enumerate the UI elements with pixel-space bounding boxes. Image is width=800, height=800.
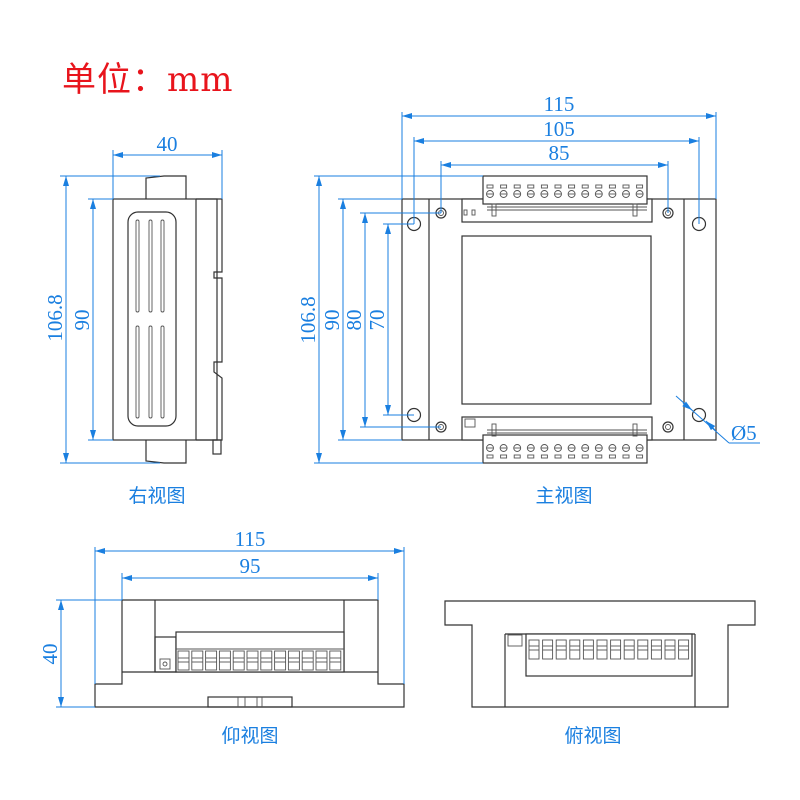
- bottom-view-caption: 仰视图: [221, 725, 278, 747]
- right-body-height-dim: 90: [70, 310, 94, 331]
- terminal-slot: [582, 639, 594, 660]
- terminal-slot: [596, 639, 608, 660]
- terminal-tab: [595, 184, 603, 189]
- vent-slot: [160, 219, 165, 313]
- terminal-slot: [678, 639, 690, 660]
- terminal-tab: [500, 184, 508, 189]
- terminal-tab: [636, 454, 644, 459]
- terminal-tab: [608, 454, 616, 459]
- bottom-depth-dim: 40: [38, 644, 62, 665]
- terminal-slot: [555, 639, 567, 660]
- vent-slot: [160, 325, 165, 419]
- terminal-tab: [595, 454, 603, 459]
- front-body-height-dim: 90: [320, 310, 344, 331]
- front-hole-span-inner-dim: 85: [549, 141, 570, 165]
- terminal-slot: [287, 650, 300, 671]
- terminal-slot: [177, 650, 190, 671]
- vent-panel: [127, 211, 177, 427]
- terminal-slot: [205, 650, 218, 671]
- top-view-caption: 俯视图: [564, 725, 621, 747]
- terminal-tab: [554, 184, 562, 189]
- terminal-slot: [610, 639, 622, 660]
- terminal-tab: [540, 454, 548, 459]
- vent-slots: [135, 219, 165, 419]
- bottom-view-terminals: [177, 650, 342, 671]
- top-terminals: [486, 184, 644, 198]
- terminal-tab: [527, 184, 535, 189]
- front-view: 115 105 85 106.8 90 80 70 Ø5: [296, 92, 760, 464]
- terminal-slot: [315, 650, 328, 671]
- terminal-tab: [622, 184, 630, 189]
- front-hole-height-outer-dim: 80: [342, 310, 366, 331]
- terminal-tab: [527, 454, 535, 459]
- right-overall-height-dim: 106.8: [43, 294, 67, 341]
- bottom-overall-width-dim: 115: [235, 527, 266, 551]
- bottom-view: 115 95 40: [38, 527, 405, 708]
- front-overall-width-dim: 115: [544, 92, 575, 116]
- terminal-slot: [637, 639, 649, 660]
- bottom-inner-width-dim: 95: [240, 554, 261, 578]
- front-hole-height-inner-dim: 70: [365, 310, 389, 331]
- unit-label: 单位：mm: [62, 60, 234, 100]
- terminal-tab: [581, 454, 589, 459]
- terminal-slot: [191, 650, 204, 671]
- terminal-slot: [260, 650, 273, 671]
- terminal-tab: [554, 454, 562, 459]
- vent-slot: [135, 219, 140, 313]
- terminal-slot: [329, 650, 342, 671]
- terminal-tab: [608, 184, 616, 189]
- front-overall-height-dim: 106.8: [296, 296, 320, 343]
- terminal-tab: [568, 184, 576, 189]
- bottom-terminal-block: [482, 434, 648, 464]
- terminal-slot: [542, 639, 554, 660]
- vent-slot: [148, 219, 153, 313]
- front-view-caption: 主视图: [535, 485, 592, 507]
- terminal-slot: [569, 639, 581, 660]
- terminal-slot: [274, 650, 287, 671]
- terminal-tab: [581, 184, 589, 189]
- terminal-tab: [500, 454, 508, 459]
- terminal-slot: [623, 639, 635, 660]
- top-terminal-block: [482, 175, 648, 205]
- right-width-dim: 40: [157, 132, 178, 156]
- terminal-slot: [650, 639, 662, 660]
- top-view: [444, 600, 756, 708]
- right-view-body: [112, 198, 218, 441]
- top-view-terminals: [528, 639, 690, 660]
- terminal-tab: [622, 454, 630, 459]
- terminal-slot: [301, 650, 314, 671]
- terminal-slot: [664, 639, 676, 660]
- terminal-tab: [636, 184, 644, 189]
- vent-slot: [135, 325, 140, 419]
- bottom-terminal-block: [175, 631, 345, 673]
- right-view: 40 106.8 90: [43, 132, 223, 464]
- terminal-tab: [568, 454, 576, 459]
- right-view-caption: 右视图: [128, 485, 185, 507]
- terminal-slot: [218, 650, 231, 671]
- front-hole-span-outer-dim: 105: [543, 117, 575, 141]
- top-view-terminal-block: [525, 633, 693, 677]
- terminal-tab: [540, 184, 548, 189]
- terminal-tab: [513, 454, 521, 459]
- terminal-slot: [528, 639, 540, 660]
- front-hole-diameter-dim: Ø5: [731, 421, 757, 445]
- terminal-tab: [513, 184, 521, 189]
- terminal-tab: [486, 184, 494, 189]
- terminal-slot: [246, 650, 259, 671]
- vent-slot: [148, 325, 153, 419]
- terminal-slot: [232, 650, 245, 671]
- front-view-body: [401, 198, 717, 441]
- display-window: [461, 235, 652, 405]
- terminal-tab: [486, 454, 494, 459]
- bottom-terminals: [486, 444, 644, 459]
